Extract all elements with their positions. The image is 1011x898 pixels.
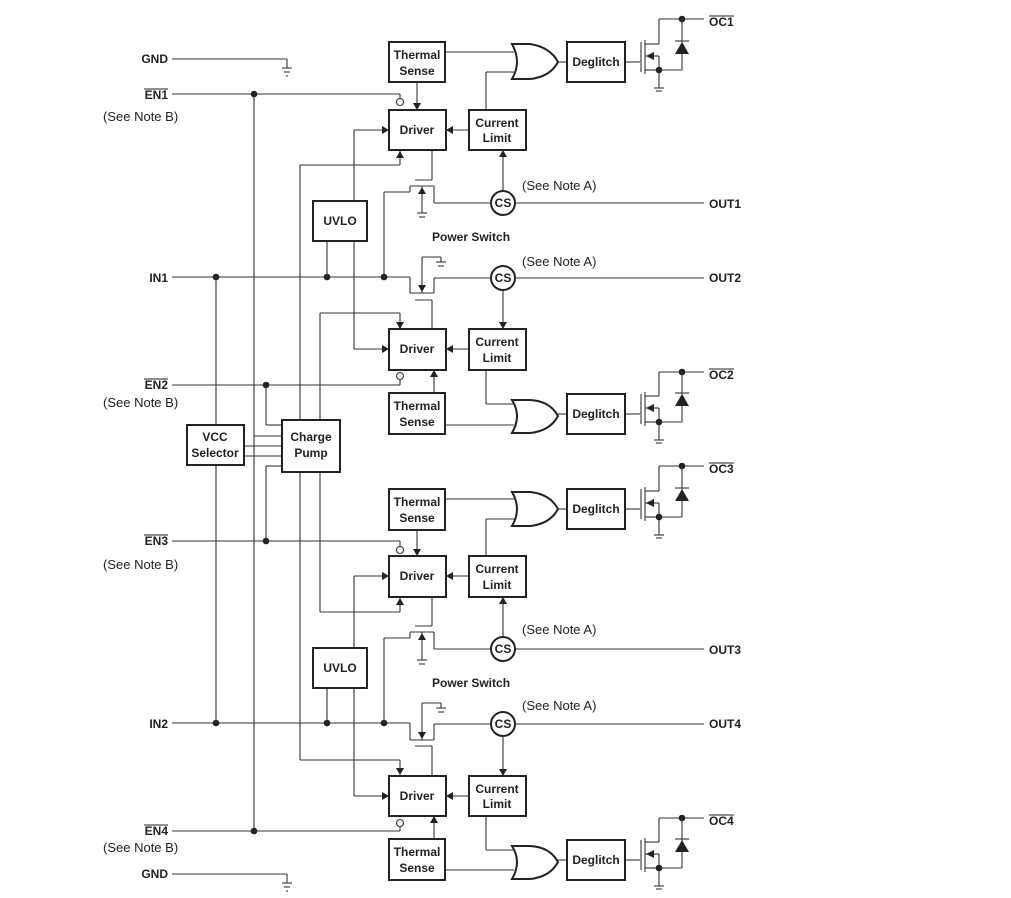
deglitch-3-label: Deglitch [572,502,619,516]
driver-4 [388,775,447,817]
driver-4-label: Driver [400,789,435,803]
cs-2-note-a: (See Note A) [522,254,596,269]
vcc-selector [186,424,245,466]
thermal-sense-1-label-2: Sense [399,64,435,78]
current-limit-3-label-2: Limit [483,578,512,592]
thermal-sense-3-label-2: Sense [399,511,435,525]
thermal-sense-1 [388,41,446,83]
cs-1-label: CS [495,196,512,210]
pin-oc3: OC3 [709,462,734,476]
pin-oc4: OC4 [709,814,734,828]
uvlo-2 [312,647,368,689]
uvlo-2-label: UVLO [323,661,356,675]
cs-3-note-a: (See Note A) [522,622,596,637]
uvlo-1-label: UVLO [323,214,356,228]
cs-1-note-a: (See Note A) [522,178,596,193]
power-switch-label-1: Power Switch [432,230,510,244]
charge-pump-label-2: Pump [294,446,327,460]
thermal-sense-2 [388,392,446,435]
current-limit-1-label-1: Current [475,116,518,130]
driver-1 [388,109,447,151]
driver-2-label: Driver [400,342,435,356]
or-gate-1 [510,43,560,80]
current-limit-4 [468,775,527,817]
cs-2-label: CS [495,271,512,285]
thermal-sense-2-label-2: Sense [399,415,435,429]
cs-4-label: CS [495,717,512,731]
charge-pump-label-1: Charge [290,430,332,444]
pin-en2: EN2 [145,378,169,392]
pin-out1: OUT1 [709,197,741,211]
pin-out4: OUT4 [709,717,741,731]
current-limit-2 [468,328,527,371]
or-gate-3 [510,491,560,527]
or-gate-4 [510,845,560,880]
deglitch-4-label: Deglitch [572,853,619,867]
thermal-sense-2-label-1: Thermal [394,399,441,413]
pin-oc1: OC1 [709,15,734,29]
current-limit-3 [468,555,527,598]
current-limit-4-label-1: Current [475,782,518,796]
vcc-selector-label-1: VCC [202,430,228,444]
pin-en4: EN4 [145,824,169,838]
thermal-sense-1-label-1: Thermal [394,48,441,62]
en1-note-b: (See Note B) [103,109,178,124]
deglitch-2-label: Deglitch [572,407,619,421]
current-limit-4-label-2: Limit [483,797,512,811]
pin-out2: OUT2 [709,271,741,285]
pin-en1: EN1 [145,88,169,102]
pin-gnd-top: GND [141,52,168,66]
current-limit-1 [468,109,527,151]
pin-gnd-bottom: GND [141,867,168,881]
charge-pump [281,419,341,473]
thermal-sense-4-label-2: Sense [399,861,435,875]
driver-3-label: Driver [400,569,435,583]
driver-1-label: Driver [400,123,435,137]
thermal-sense-4 [388,838,446,881]
current-limit-2-label-2: Limit [483,351,512,365]
en3-note-b: (See Note B) [103,557,178,572]
vcc-selector-label-2: Selector [191,446,239,460]
uvlo-1 [312,200,368,242]
deglitch-1-label: Deglitch [572,55,619,69]
pin-oc2: OC2 [709,368,734,382]
cs-4-note-a: (See Note A) [522,698,596,713]
pin-en3: EN3 [145,534,169,548]
thermal-sense-3 [388,488,446,531]
thermal-sense-4-label-1: Thermal [394,845,441,859]
en2-note-b: (See Note B) [103,395,178,410]
pin-in2: IN2 [149,717,168,731]
driver-2 [388,328,447,371]
cs-3-label: CS [495,642,512,656]
or-gate-2 [510,399,560,434]
current-limit-1-label-2: Limit [483,131,512,145]
power-switch-label-2: Power Switch [432,676,510,690]
current-limit-3-label-1: Current [475,562,518,576]
current-limit-2-label-1: Current [475,335,518,349]
pin-in1: IN1 [149,271,168,285]
en4-note-b: (See Note B) [103,840,178,855]
pin-out3: OUT3 [709,643,741,657]
thermal-sense-3-label-1: Thermal [394,495,441,509]
